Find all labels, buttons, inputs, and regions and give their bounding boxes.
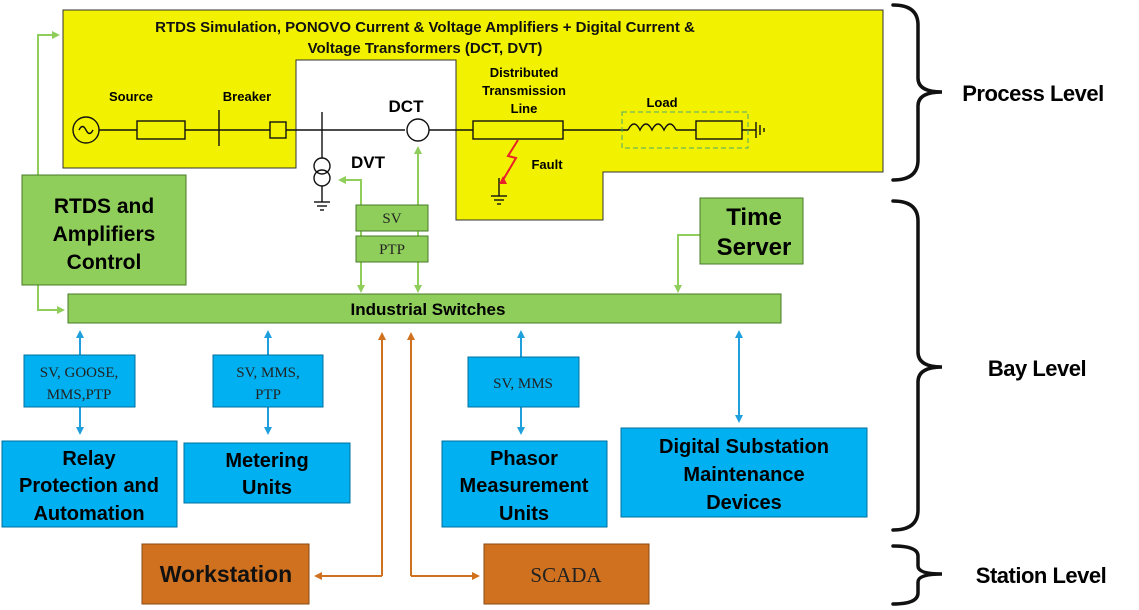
- breaker-label: Breaker: [223, 89, 271, 104]
- rtds-control-line1: RTDS and: [54, 195, 154, 218]
- load-label: Load: [646, 95, 677, 110]
- scada-box: [483, 543, 650, 605]
- maintenance-line3: Devices: [706, 492, 782, 514]
- time-server-line2: Server: [717, 234, 792, 261]
- source-label: Source: [109, 89, 153, 104]
- dct-icon: [406, 118, 430, 142]
- fault-icon: [502, 139, 519, 181]
- load-dashed-box: [621, 111, 749, 149]
- maintenance-line1: Digital Substation: [659, 436, 829, 458]
- ptp-label: PTP: [379, 242, 405, 258]
- relay-line3: Automation: [33, 503, 144, 525]
- pmu-line2: Measurement: [460, 475, 589, 497]
- metering-line1: Metering: [225, 450, 308, 472]
- relay-box: [1, 440, 178, 528]
- relay-protocol-box: [23, 354, 136, 408]
- industrial-switches-bar: [67, 293, 782, 324]
- process-box: [62, 9, 884, 221]
- ptp-box: [355, 235, 429, 263]
- rtds-control-line2: Amplifiers: [53, 223, 156, 246]
- fault-arrow-icon: [499, 176, 507, 184]
- blue-links: [76, 330, 743, 435]
- relay-protocol-line2: MMS,PTP: [47, 387, 112, 403]
- time-server-line1: Time: [726, 204, 782, 231]
- metering-protocol-line1: SV, MMS,: [236, 365, 300, 381]
- process-level-label: Process Level: [962, 81, 1103, 106]
- dvt-icon-bottom: [313, 169, 331, 187]
- process-title-line1: RTDS Simulation, PONOVO Current & Voltag…: [155, 19, 695, 36]
- relay-protocol-line1: SV, GOOSE,: [40, 365, 119, 381]
- line-label-1: Distributed: [490, 65, 559, 80]
- process-title-line2: Voltage Transformers (DCT, DVT): [308, 40, 543, 57]
- time-server-box: [699, 197, 804, 265]
- maintenance-box: [620, 427, 868, 518]
- circuit: [72, 110, 765, 211]
- relay-line2: Protection and: [19, 475, 159, 497]
- bay-level-label: Bay Level: [988, 356, 1086, 381]
- load-inductor-icon: [627, 123, 677, 132]
- workstation-label: Workstation: [160, 561, 292, 587]
- pmu-box: [441, 440, 608, 528]
- metering-line2: Units: [242, 477, 292, 499]
- orange-links: [314, 332, 480, 580]
- process-brace: [891, 3, 943, 182]
- metering-protocol-line2: PTP: [255, 387, 281, 403]
- line-label-2: Transmission: [482, 83, 566, 98]
- pmu-protocol-box: [467, 356, 580, 408]
- line-label-3: Line: [511, 101, 538, 116]
- fault-label: Fault: [531, 157, 563, 172]
- station-brace: [891, 544, 943, 606]
- rtds-control-line3: Control: [67, 251, 142, 274]
- pmu-line3: Units: [499, 503, 549, 525]
- metering-protocol-box: [212, 354, 324, 408]
- rtds-control-box: [21, 174, 187, 286]
- maintenance-line2: Maintenance: [683, 464, 804, 486]
- bay-brace: [891, 199, 943, 532]
- industrial-switches-label: Industrial Switches: [351, 300, 506, 319]
- source-wave: [78, 125, 94, 135]
- sv-label: SV: [382, 211, 401, 227]
- dvt-label: DVT: [351, 153, 386, 172]
- sv-box: [355, 204, 429, 232]
- pmu-line1: Phasor: [490, 448, 558, 470]
- dvt-icon-top: [313, 157, 331, 175]
- relay-line1: Relay: [62, 448, 116, 470]
- dct-label: DCT: [389, 97, 425, 116]
- pmu-protocol-line1: SV, MMS: [493, 376, 553, 392]
- workstation-box: [141, 543, 310, 605]
- scada-label: SCADA: [530, 563, 602, 587]
- metering-box: [183, 442, 351, 504]
- station-level-label: Station Level: [976, 563, 1106, 588]
- level-braces: [891, 3, 943, 606]
